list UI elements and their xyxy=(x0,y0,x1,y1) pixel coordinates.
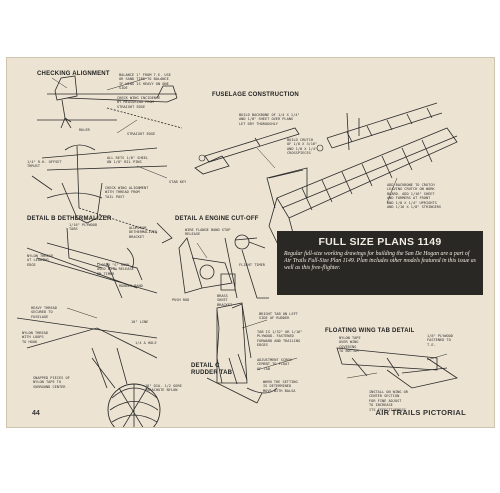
step-2-marker xyxy=(317,145,323,151)
note-add-backbone: ADD BACKBONE TO CRUTCH LEAVING CRUTCH ON… xyxy=(387,183,442,210)
fuselage-assembly-drawing xyxy=(267,128,457,253)
floating-wing-tab-drawing xyxy=(337,348,457,388)
fuselage-backbone-drawing xyxy=(195,128,299,174)
note-hole: 1/4 & HOLE xyxy=(135,341,157,345)
note-tab-plywood: TAB IS 1/32" OR 1/16" PLYWOOD. FASTENED … xyxy=(257,330,303,348)
note-nylon-thread-loops: NYLON THREAD WITH LOOPS TO HOOK xyxy=(22,331,48,344)
note-plywood-te: 1/8" PLYWOOD FASTENED TO T.E. xyxy=(427,334,453,347)
note-plywood-tabs: 1/16" PLYWOOD TABS xyxy=(69,223,98,232)
note-check-wing-alignment: CHECK WING ALIGNMENT WITH THREAD FROM TA… xyxy=(105,186,149,199)
heading-detail-b: DETAIL B DETHERMALIZER xyxy=(27,216,112,222)
dethermalizer-drawing xyxy=(17,228,157,388)
note-bright-tab: BRIGHT TAB ON LEFT SIDE OF RUDDER xyxy=(259,312,298,321)
note-wing-incidence: CHECK WING INCIDENCE BY MEASURING FROM S… xyxy=(117,96,161,109)
note-install-wing: INSTALL ON WING OR CENTER SECTION FOR FI… xyxy=(369,390,408,412)
note-offset-thrust: 1/4" R.H. OFFSET THRUST xyxy=(27,160,62,169)
callout-leader-lines xyxy=(52,78,447,378)
step-1-marker xyxy=(199,155,205,161)
note-heavy-thread: HEAVY THREAD SECURED TO FUSELAGE xyxy=(31,306,57,319)
fuselage-crutch-drawing xyxy=(327,103,442,150)
note-stab-key: STAB KEY xyxy=(169,180,187,184)
note-nylon-tape: SNAPPED PIECES OF NYLON TAPE TO SURROUND… xyxy=(33,376,70,389)
note-nylon-thread-leading: NYLON THREAD AT LEADING EDGE xyxy=(27,254,53,267)
heading-checking-alignment: CHECKING ALIGNMENT xyxy=(37,71,110,77)
heading-fuselage-construction: FUSELAGE CONSTRUCTION xyxy=(212,92,299,98)
note-nylon-tape-wing: NYLON TAPE OVER WING COVERING TO BOTTOM xyxy=(339,336,361,354)
note-setting: WHEN THE SETTING IS DETERMINED MOVE WITH… xyxy=(263,380,298,393)
note-aluminum-bracket: ALUMINUM DETHERMALIZER BRACKET xyxy=(129,226,158,239)
publication-name: AIR TRAILS PICTORIAL xyxy=(375,408,466,417)
rudder-tab-drawing xyxy=(207,303,277,403)
note-s-hook: CLOSED "S" HOOK USED WITH RELEASE ON TIM… xyxy=(97,263,134,276)
note-wire-flange: WIRE FLANGE BAND STOP RELEASE xyxy=(185,228,231,237)
note-balance: BALANCE 1" FROM T.E. USE OR SAND TIPS TO… xyxy=(119,73,171,91)
note-brass-bracket: BRASS SHEET BRACKET xyxy=(217,294,233,307)
note-all-rets: ALL RETS 1/8" SHEEL ON 1/8" BIL PINS xyxy=(107,156,149,165)
note-ten-inch-line: 10" LINE xyxy=(131,320,149,324)
note-adjustment-screw: ADJUSTMENT SCREW CEMENT TO FLOAT OF TAB xyxy=(257,358,292,371)
parachute-drawing xyxy=(92,348,160,428)
alignment-side-view-drawing xyxy=(37,76,182,128)
technical-drawings xyxy=(7,58,495,428)
full-size-plans-panel: FULL SIZE PLANS 1149 Regular full-size w… xyxy=(277,231,483,295)
magazine-page: CHECKING ALIGNMENT FUSELAGE CONSTRUCTION… xyxy=(6,57,495,428)
note-parachute: 18" DIA. 1/2 GORE PARACHUTE NYLON xyxy=(145,384,182,393)
note-push-rod: PUSH ROD xyxy=(172,298,190,302)
panel-body: Regular full-size working drawings for b… xyxy=(284,251,476,271)
note-flight-timer: FLIGHT TIMER xyxy=(239,263,265,267)
note-rubber-band: RUBBER BAND xyxy=(119,284,143,288)
alignment-top-view-drawing xyxy=(32,145,172,243)
note-ruler: RULER xyxy=(79,128,90,132)
note-straight-edge: STRAIGHT EDGE xyxy=(127,132,156,136)
panel-title: FULL SIZE PLANS 1149 xyxy=(318,236,442,248)
note-build-backbone: BUILD BACKBONE OF 1/4 X 1/4" AND 1/8" SH… xyxy=(239,113,300,126)
heading-floating-wing-tab: FLOATING WING TAB DETAIL xyxy=(325,328,415,334)
engine-cutoff-drawing xyxy=(179,235,269,298)
heading-detail-c: DETAIL C RUDDER TAB xyxy=(191,363,233,376)
page-number: 44 xyxy=(32,410,40,417)
heading-detail-a: DETAIL A ENGINE CUT-OFF xyxy=(175,216,259,222)
note-build-crutch: BUILD CRUTCH OF 1/8 X 3/16" AND 1/8 X 1/… xyxy=(287,138,318,156)
